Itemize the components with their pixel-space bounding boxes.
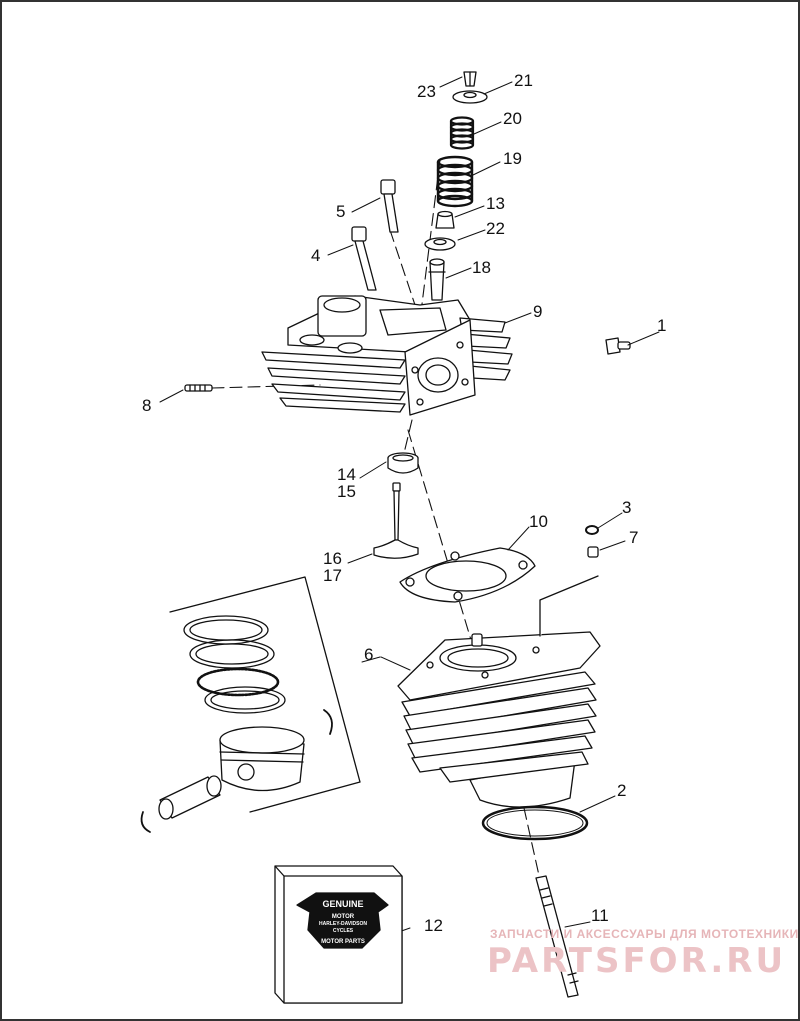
part-3-o-ring xyxy=(585,525,599,535)
part-6-circlip xyxy=(323,709,333,735)
callout-1: 1 xyxy=(657,316,666,335)
part-22-spring-seat xyxy=(424,237,456,251)
part-16-17-valve xyxy=(373,482,419,559)
callout-23: 23 xyxy=(417,82,436,101)
callout-8: 8 xyxy=(142,396,151,415)
callout-21: 21 xyxy=(514,71,533,90)
callout-13: 13 xyxy=(486,194,505,213)
part-6-wrist-pin xyxy=(158,775,222,820)
watermark-brand: PARTSFOR.RU xyxy=(487,941,786,981)
callout-22: 22 xyxy=(486,219,505,238)
callout-6: 6 xyxy=(364,645,373,664)
part-6-piston xyxy=(219,726,305,792)
part-6-kit-bracket xyxy=(169,576,361,813)
callout-14: 14 xyxy=(337,465,356,484)
callout-16: 16 xyxy=(323,549,342,568)
callout-leaders xyxy=(159,76,660,936)
logo-brand-text: HARLEY-DAVIDSON xyxy=(319,921,367,927)
part-18-valve-guide xyxy=(428,258,446,301)
logo-cycles-text: CYCLES xyxy=(333,928,354,934)
part-8-stud xyxy=(184,384,213,392)
callout-4: 4 xyxy=(311,246,320,265)
part-13-stem-seal xyxy=(435,210,455,229)
callout-7: 7 xyxy=(629,528,638,547)
part-5-guide xyxy=(380,179,399,233)
part-14-15-valve-seat xyxy=(387,452,419,474)
callout-18: 18 xyxy=(472,258,491,277)
part-6-circlip xyxy=(140,811,151,833)
logo-motor-parts-text: MOTOR PARTS xyxy=(321,939,365,945)
callout-20: 20 xyxy=(503,109,522,128)
part-12-parts-box: GENUINE MOTOR HARLEY-DAVIDSON CYCLES MOT… xyxy=(274,865,403,1004)
part-10-head-gasket xyxy=(399,547,536,603)
part-23-valve-keeper xyxy=(463,71,477,87)
part-9-cylinder-head xyxy=(261,295,513,416)
callout-3: 3 xyxy=(622,498,631,517)
logo-genuine-text: GENUINE xyxy=(322,899,363,909)
part-2-o-ring xyxy=(481,805,589,841)
callout-10: 10 xyxy=(529,512,548,531)
watermark-subtitle: ЗАПЧАСТИ И АКСЕССУАРЫ ДЛЯ МОТОТЕХНИКИ xyxy=(490,927,799,941)
part-21-spring-collar xyxy=(452,90,488,104)
part-1-bolt xyxy=(605,337,631,355)
part-19-outer-spring xyxy=(436,155,474,208)
part-6-piston-rings xyxy=(183,615,286,714)
part-11-stud xyxy=(535,875,579,998)
part-20-inner-spring xyxy=(449,116,475,150)
part-6-cylinder xyxy=(397,575,601,808)
callout-19: 19 xyxy=(503,149,522,168)
part-4-guide xyxy=(351,226,377,291)
callout-5: 5 xyxy=(336,202,345,221)
callout-numbers: 1 2 3 4 5 6 7 8 9 10 11 12 13 14 15 16 1… xyxy=(142,71,666,935)
callout-12: 12 xyxy=(424,916,443,935)
callout-2: 2 xyxy=(617,781,626,800)
watermark: ЗАПЧАСТИ И АКСЕССУАРЫ ДЛЯ МОТОТЕХНИКИ PA… xyxy=(487,927,799,981)
logo-motor-text: MOTOR xyxy=(332,914,355,920)
callout-15: 15 xyxy=(337,482,356,501)
callout-11: 11 xyxy=(591,906,609,925)
callout-9: 9 xyxy=(533,302,542,321)
callout-17: 17 xyxy=(323,566,342,585)
part-7-dowel xyxy=(587,546,599,558)
